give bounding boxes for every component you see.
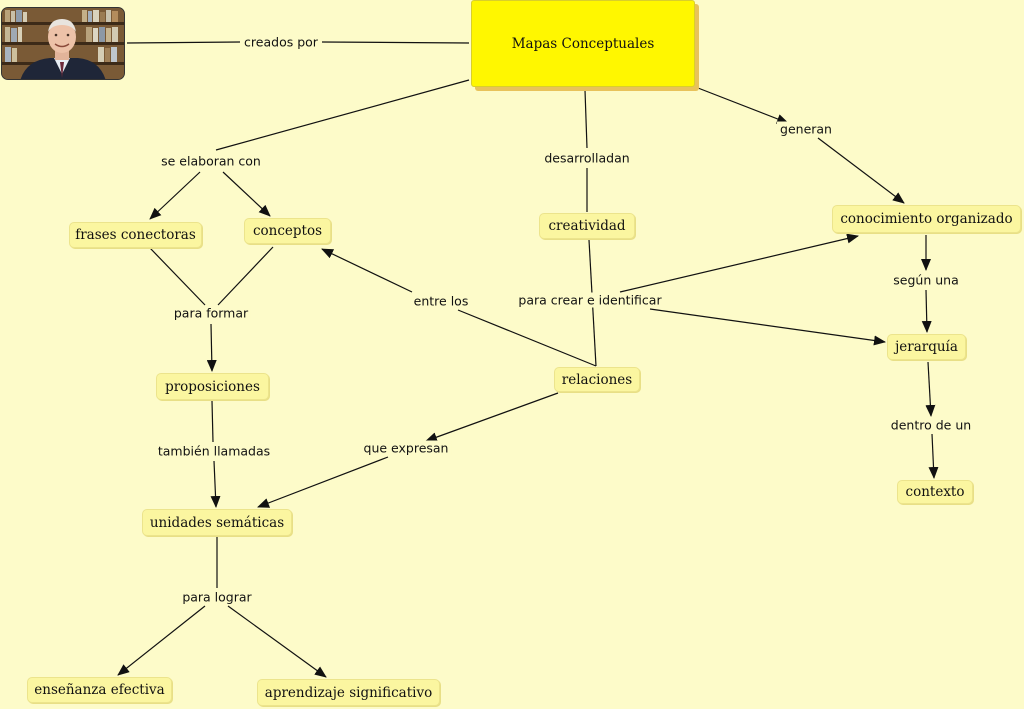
edge-jerarquia-dentro — [925, 361, 936, 417]
node-contexto[interactable]: contexto — [897, 480, 973, 504]
edge-conceptos-formar — [217, 246, 274, 306]
edge-creados-main — [321, 41, 470, 44]
link-entre-los[interactable]: entre los — [410, 293, 472, 309]
link-tambien-llamadas[interactable]: también llamadas — [154, 443, 274, 459]
edge-segun-jerarquia — [921, 289, 932, 333]
edge-expresan-unidades — [257, 456, 389, 508]
node-unidades-semanticas[interactable]: unidades semáticas — [142, 509, 292, 536]
edge-elaboran-frases — [149, 171, 201, 220]
link-dentro-de-un[interactable]: dentro de un — [887, 417, 975, 433]
edge-formar-proposiciones — [206, 323, 217, 372]
link-desarrolladan[interactable]: desarrolladan — [541, 150, 633, 166]
edge-elaboran-conceptos — [222, 171, 271, 217]
edge-proposiciones-tambien — [211, 400, 214, 443]
edge-relaciones-expresan — [425, 392, 559, 442]
edge-relaciones-entrelos — [457, 309, 597, 367]
node-jerarquia[interactable]: jerarquía — [887, 334, 966, 360]
edge-main-elaboran — [215, 79, 470, 151]
edge-generan-conocimiento — [817, 137, 905, 204]
edge-main-generan — [697, 87, 789, 124]
link-para-lograr[interactable]: para lograr — [179, 589, 255, 605]
edge-tambien-unidades — [210, 460, 221, 508]
portrait-image — [2, 8, 124, 79]
link-segun-una[interactable]: según una — [890, 272, 962, 288]
edge-photo-creados — [126, 41, 241, 44]
node-proposiciones[interactable]: proposiciones — [156, 373, 269, 400]
edge-crear-jerarquia — [649, 308, 886, 346]
author-portrait-photo — [1, 7, 125, 80]
edge-dentro-contexto — [928, 433, 939, 479]
link-se-elaboran-con[interactable]: se elaboran con — [158, 153, 264, 169]
link-para-formar[interactable]: para formar — [170, 305, 252, 321]
node-aprendizaje-significativo[interactable]: aprendizaje significativo — [257, 679, 440, 706]
edge-frases-formar — [149, 247, 206, 306]
main-concept-node[interactable]: Mapas Conceptuales — [471, 0, 695, 87]
link-creados-por[interactable]: creados por — [241, 34, 321, 50]
node-frases-conectoras[interactable]: frases conectoras — [69, 222, 202, 248]
link-generan[interactable]: generan — [777, 121, 835, 137]
node-ensenanza-efectiva[interactable]: enseñanza efectiva — [27, 677, 172, 703]
link-para-crear-e-identificar[interactable]: para crear e identificar — [515, 292, 665, 308]
node-conocimiento-organizado[interactable]: conocimiento organizado — [832, 205, 1021, 233]
link-que-expresan[interactable]: que expresan — [360, 440, 452, 456]
edge-lograr-ensenanza — [117, 605, 206, 676]
edge-lograr-aprendizaje — [227, 605, 327, 678]
node-creatividad[interactable]: creatividad — [539, 213, 635, 239]
edge-main-desarrolladan — [584, 89, 588, 149]
edge-entrelos-conceptos — [321, 248, 413, 293]
edge-crear-conocimiento — [619, 233, 859, 293]
node-relaciones[interactable]: relaciones — [554, 367, 640, 392]
node-conceptos[interactable]: conceptos — [244, 218, 331, 244]
